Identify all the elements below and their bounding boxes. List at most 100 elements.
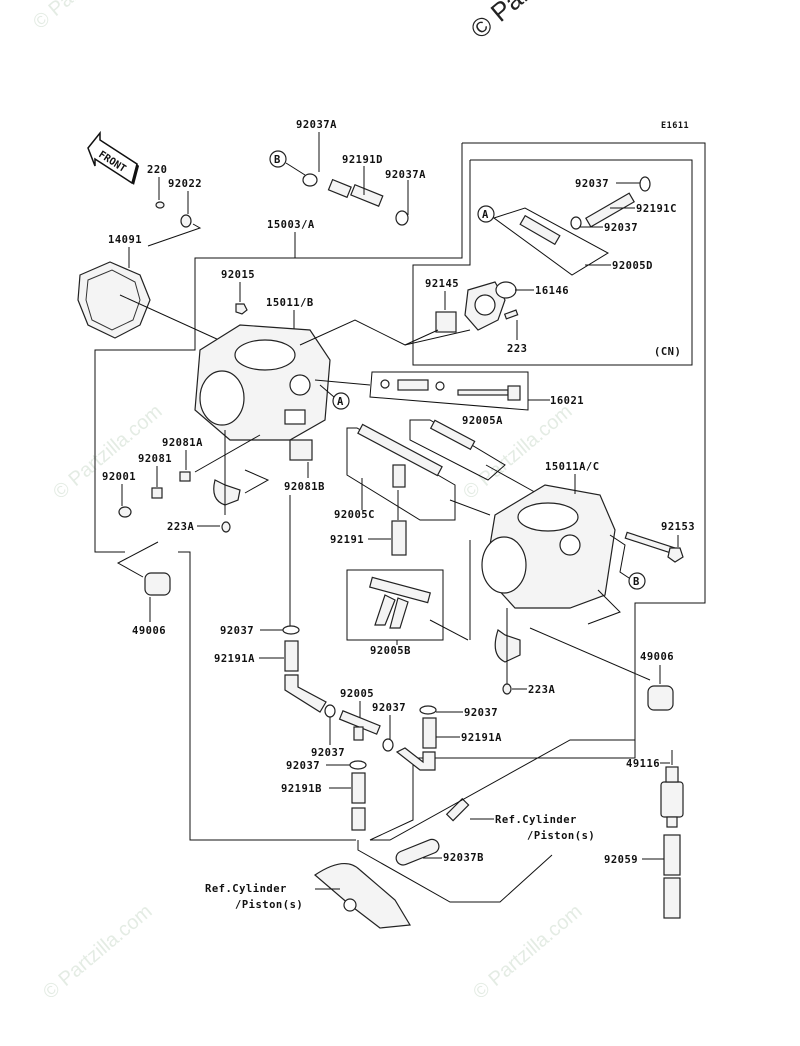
hose-elbow (395, 747, 436, 771)
hose (327, 178, 352, 199)
part-label[interactable]: 16146 (535, 285, 569, 297)
part-label[interactable]: 15003/A (267, 219, 315, 231)
part-label[interactable]: 92191 (330, 534, 364, 546)
reference-label[interactable]: Ref.Cylinder (205, 883, 287, 895)
carburetor-right (481, 484, 616, 609)
svg-text:A: A (337, 396, 344, 408)
part-label[interactable]: 49116 (626, 758, 660, 770)
washer (180, 214, 192, 228)
part-label[interactable]: 223 (507, 343, 527, 355)
part-label[interactable]: 92005 (340, 688, 374, 700)
part-label[interactable]: 15011/B (266, 297, 314, 309)
svg-text:B: B (274, 154, 281, 166)
damper (647, 685, 674, 711)
carburetor-left (194, 324, 331, 441)
screw (118, 506, 132, 518)
part-label[interactable]: 92037 (604, 222, 638, 234)
hose (391, 520, 407, 556)
spring (151, 487, 163, 499)
part-label[interactable]: 92081 (138, 453, 172, 465)
part-label[interactable]: 92037 (464, 707, 498, 719)
hose (585, 192, 635, 228)
screw (221, 521, 231, 533)
watermark: © Partzilla.com (29, 0, 146, 34)
part-label[interactable]: 92081A (162, 437, 203, 449)
screw (503, 309, 519, 320)
part-label[interactable]: 92145 (425, 278, 459, 290)
bracket (213, 479, 241, 506)
damper (144, 572, 171, 596)
part-label[interactable]: 14091 (108, 234, 142, 246)
ref-a-callout (477, 205, 495, 223)
clip (382, 738, 394, 752)
hose-clamp (395, 210, 409, 226)
watermark: © Partzilla.com (469, 900, 586, 1003)
part-label[interactable]: 92037 (220, 625, 254, 637)
ref-b-callout (269, 150, 287, 168)
hose (351, 772, 366, 804)
hose (350, 183, 384, 207)
hose (663, 834, 681, 876)
bolt (624, 531, 676, 555)
part-label[interactable]: 92059 (604, 854, 638, 866)
part-label[interactable]: 92191C (636, 203, 677, 215)
svg-text:A: A (482, 209, 489, 221)
part-label[interactable]: 92153 (661, 521, 695, 533)
hose-clamp (302, 173, 318, 187)
part-label[interactable]: 92005C (334, 509, 375, 521)
clip (570, 216, 582, 230)
diagram-code: E1611 (661, 121, 689, 131)
part-label[interactable]: 49006 (132, 625, 166, 637)
part-label[interactable]: 92001 (102, 471, 136, 483)
part-label[interactable]: 223A (528, 684, 555, 696)
clip (324, 704, 336, 718)
part-label[interactable]: 92191A (461, 732, 502, 744)
part-label[interactable]: 92022 (168, 178, 202, 190)
diaphragm (495, 281, 517, 299)
part-label[interactable]: 92015 (221, 269, 255, 281)
cylinder-ref (314, 863, 412, 929)
assembly-outline (94, 143, 463, 553)
part-label[interactable]: 92037 (311, 747, 345, 759)
part-label[interactable]: 92037 (372, 702, 406, 714)
part-label[interactable]: 16021 (550, 395, 584, 407)
part-label[interactable]: 92037A (385, 169, 426, 181)
fitting (519, 214, 561, 246)
part-label[interactable]: 92005D (612, 260, 653, 272)
part-label[interactable]: 92037B (443, 852, 484, 864)
cn-label: (CN) (654, 346, 681, 358)
part-label[interactable]: 15011A/C (545, 461, 600, 473)
part-label[interactable]: 92037 (286, 760, 320, 772)
reference-label[interactable]: /Piston(s) (527, 830, 595, 842)
screw (502, 683, 512, 695)
clamp-plate (395, 838, 440, 866)
bracket (494, 629, 521, 663)
hose (284, 640, 299, 672)
part-label[interactable]: 49006 (640, 651, 674, 663)
part-label[interactable]: 92037 (575, 178, 609, 190)
part-label[interactable]: 92191B (281, 783, 322, 795)
clip (639, 176, 651, 192)
part-label[interactable]: 223A (167, 521, 194, 533)
bolt (155, 201, 165, 209)
reference-label[interactable]: Ref.Cylinder (495, 814, 577, 826)
clip (349, 760, 367, 770)
assembly-outline (369, 142, 706, 841)
bolt (445, 797, 470, 822)
clip (419, 705, 437, 715)
hose (663, 877, 681, 919)
part-label[interactable]: 92191A (214, 653, 255, 665)
part-label[interactable]: 92005B (370, 645, 411, 657)
group-box (346, 569, 444, 641)
reference-label[interactable]: /Piston(s) (235, 899, 303, 911)
part-label[interactable]: 92191D (342, 154, 383, 166)
part-label[interactable]: 92081B (284, 481, 325, 493)
part-label[interactable]: 220 (147, 164, 167, 176)
ref-a-callout (332, 392, 350, 410)
watermark-top: © Part (465, 0, 542, 45)
part-label[interactable]: 92005A (462, 415, 503, 427)
svg-text:B: B (633, 576, 640, 588)
cover (77, 261, 151, 339)
part-label[interactable]: 92037A (296, 119, 337, 131)
